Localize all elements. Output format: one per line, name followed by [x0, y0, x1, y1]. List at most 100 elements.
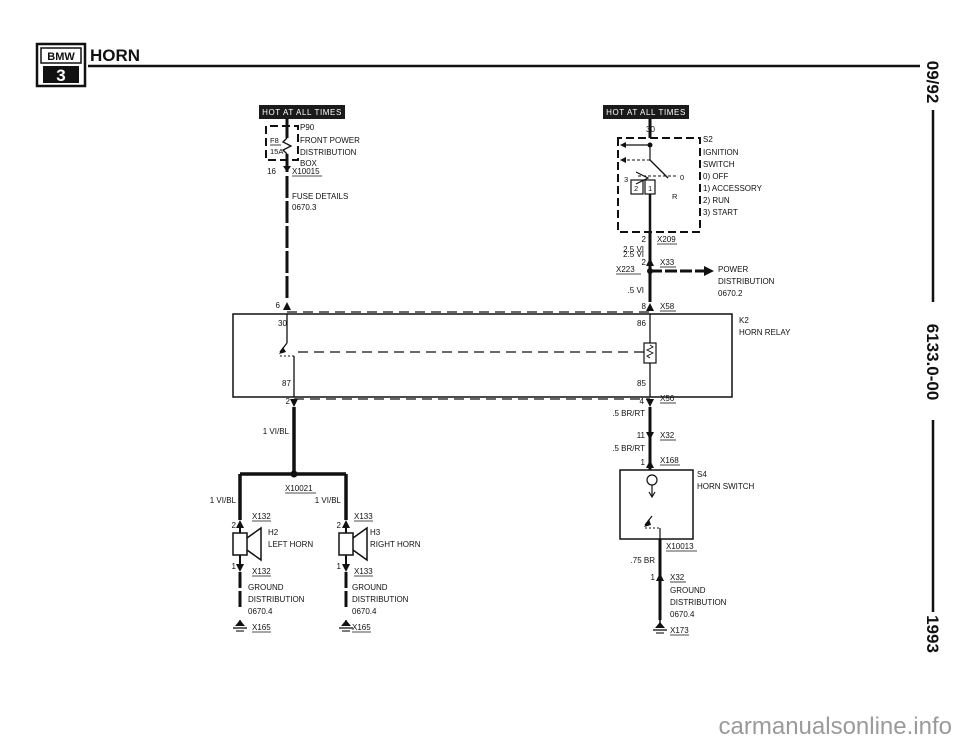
right-ground-icon — [339, 620, 353, 632]
logo-series: 3 — [56, 66, 65, 85]
ignition-pin2a: 2 — [642, 235, 647, 244]
ignition-conn1: X209 — [657, 235, 676, 244]
left-ground-line3: 0670.4 — [248, 607, 273, 616]
horn-switch-conn3: X10013 — [666, 542, 694, 551]
watermark: carmanualsonline.info — [719, 713, 952, 740]
logo-brand: BMW — [47, 51, 75, 63]
fuse-details-ref: 0670.3 — [292, 203, 317, 212]
ignition-pin-top: 30 — [646, 125, 655, 134]
side-year: 1993 — [923, 615, 942, 653]
left-horn-pin2: 2 — [232, 521, 237, 530]
horn-switch-ground-icon — [653, 620, 667, 634]
right-ground-line3: 0670.4 — [352, 607, 377, 616]
ignition-mark1: 1 — [648, 184, 652, 193]
relay-pin85: 85 — [637, 379, 646, 388]
right-hot-banner — [603, 105, 689, 119]
horn-switch-pin1b: 1 — [651, 573, 656, 582]
power-ref2: DISTRIBUTION — [718, 277, 775, 286]
power-ref3: 0670.2 — [718, 289, 743, 298]
ignition-wire3: .5 VI — [628, 286, 644, 295]
fuse-box-line3: BOX — [300, 159, 318, 168]
horn-switch-pin1: 1 — [641, 458, 646, 467]
ignition-mark3: 3 — [624, 175, 628, 184]
right-ground-conn: X165 — [352, 623, 371, 632]
left-horn-conn-top: X132 — [252, 512, 271, 521]
left-horn-wire-label: 1 VI/BL — [210, 496, 237, 505]
ignition-pin8: 8 — [642, 302, 647, 311]
relay-pin2: 2 — [286, 397, 291, 406]
page-title: HORN — [90, 46, 140, 65]
horn-switch-pin11: 11 — [637, 431, 646, 440]
ignition-pin2b: 2 — [642, 258, 647, 267]
horn-switch-wire3: .75 BR — [631, 556, 656, 565]
relay-id: K2 — [739, 316, 749, 325]
horn-switch-name: HORN SWITCH — [697, 482, 755, 491]
relay-conn: X56 — [660, 394, 675, 403]
left-horn-icon — [232, 526, 262, 566]
relay-name: HORN RELAY — [739, 328, 791, 337]
horn-switch-s4 — [619, 469, 694, 540]
horn-switch-ground-conn: X173 — [670, 626, 689, 635]
horn-switch-id: S4 — [697, 470, 707, 479]
relay-pin87: 87 — [282, 379, 291, 388]
horn-relay-k2 — [232, 313, 733, 398]
relay-pin4: 4 — [640, 397, 645, 406]
ignition-pos2: 2) RUN — [703, 196, 730, 205]
right-horn-name: RIGHT HORN — [370, 540, 421, 549]
left-ground-icon — [233, 620, 247, 632]
right-ground-line2: DISTRIBUTION — [352, 595, 409, 604]
fuse-box-line2: DISTRIBUTION — [300, 148, 357, 157]
horn-feed-wire-label: 1 VI/BL — [263, 427, 290, 436]
horn-switch-contact — [644, 474, 661, 539]
horn-switch-ground3: 0670.4 — [670, 610, 695, 619]
ignition-conn3: X58 — [660, 302, 675, 311]
left-hot-banner-text: HOT AT ALL TIMES — [262, 108, 342, 117]
ignition-line2: SWITCH — [703, 160, 735, 169]
ignition-switch-s2 — [617, 119, 701, 233]
ignition-splice: X223 — [616, 265, 635, 274]
horn-switch-ground1: GROUND — [670, 586, 706, 595]
right-horn-wire-label: 1 VI/BL — [315, 496, 342, 505]
left-horn-id: H2 — [268, 528, 279, 537]
ignition-id: S2 — [703, 135, 713, 144]
left-ground-line2: DISTRIBUTION — [248, 595, 305, 604]
fuse-pin-bottom: 6 — [276, 301, 281, 310]
fuse-connector: X10015 — [292, 167, 320, 176]
ignition-mark0: 0 — [680, 173, 684, 182]
relay-pin86: 86 — [637, 319, 646, 328]
bmw-3-logo: BMW 3 — [35, 42, 87, 88]
right-horn-pin2: 2 — [337, 521, 342, 530]
relay-coil — [643, 342, 657, 364]
fuse-box-line1: FRONT POWER — [300, 136, 360, 145]
fuse-amperage: 15A — [270, 147, 283, 156]
power-ref1: POWER — [718, 265, 748, 274]
right-horn-conn-top: X133 — [354, 512, 373, 521]
right-horn-conn-bot: X133 — [354, 567, 373, 576]
right-horn-icon — [338, 526, 368, 566]
fuse-pin: 16 — [267, 167, 276, 176]
ignition-mark2: 2 — [634, 184, 638, 193]
left-ground-line1: GROUND — [248, 583, 284, 592]
left-hot-banner — [259, 105, 345, 119]
fuse-box-id: P90 — [300, 123, 315, 132]
ignition-pos0: 0) OFF — [703, 172, 728, 181]
ignition-pos3: 3) START — [703, 208, 738, 217]
left-horn-name: LEFT HORN — [268, 540, 313, 549]
side-doc-number: 6133.0-00 — [923, 324, 942, 401]
left-horn-pin1: 1 — [232, 562, 237, 571]
horn-switch-conn1: X32 — [660, 431, 675, 440]
ignition-pos1: 1) ACCESSORY — [703, 184, 763, 193]
horn-switch-wire2: .5 BR/RT — [612, 444, 645, 453]
side-date: 09/92 — [923, 61, 942, 104]
ignition-line1: IGNITION — [703, 148, 739, 157]
fuse-box-p90 — [265, 119, 299, 172]
ignition-wire2: 2.5 VI — [623, 250, 644, 259]
ignition-wire1: 2.5 VI — [623, 245, 644, 254]
left-horn-conn-bot: X132 — [252, 567, 271, 576]
horn-switch-conn2: X168 — [660, 456, 679, 465]
ignition-markR: R — [672, 192, 678, 201]
horn-switch-ground2: DISTRIBUTION — [670, 598, 727, 607]
horn-switch-conn4: X32 — [670, 573, 685, 582]
